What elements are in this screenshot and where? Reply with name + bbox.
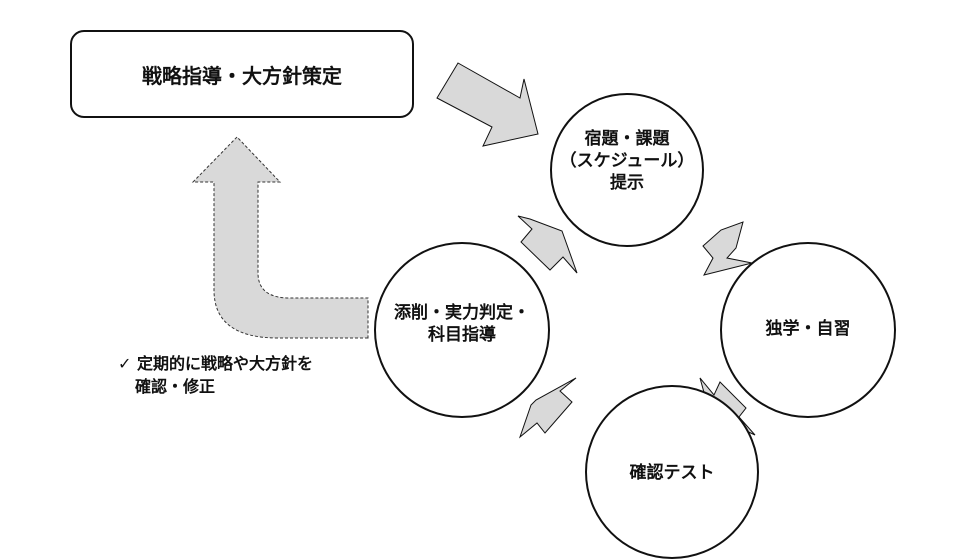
label-assignment-line1: 宿題・課題: [584, 129, 670, 149]
feedback-arrow: [191, 136, 369, 339]
circle-check-test: [585, 385, 759, 559]
check-icon: ✓: [118, 354, 132, 373]
arrow-correction-to-assignment: [517, 215, 578, 274]
circle-self-study: [720, 242, 896, 418]
arrow-box-to-assignment: [436, 62, 539, 147]
label-assignment-line3: 提示: [610, 173, 644, 194]
feedback-note: ✓ 定期的に戦略や大方針を 確認・修正: [118, 352, 313, 398]
label-assignment-line2: （スケジュール）: [559, 151, 695, 172]
feedback-note-line2: 確認・修正: [135, 377, 216, 397]
label-check-test-line1: 確認テスト: [629, 463, 715, 483]
arrow-assignment-to-selfstudy: [702, 221, 753, 276]
circle-correction: [374, 242, 550, 418]
label-correction: 添削・実力判定・ 科目指導: [377, 302, 547, 346]
label-self-study-line1: 独学・自習: [765, 319, 851, 339]
arrow-checktest-to-correction: [518, 377, 577, 439]
circle-assignment: [550, 93, 704, 247]
strategy-box-label: 戦略指導・大方針策定: [142, 63, 342, 88]
label-assignment: 宿題・課題 （スケジュール） 提示: [557, 128, 697, 194]
feedback-note-line1: 定期的に戦略や大方針を: [136, 354, 313, 373]
label-check-test: 確認テスト: [602, 462, 742, 484]
label-correction-line2: 科目指導: [428, 325, 496, 346]
strategy-box: 戦略指導・大方針策定: [70, 30, 414, 118]
label-self-study: 独学・自習: [738, 318, 878, 340]
label-correction-line1: 添削・実力判定・: [394, 303, 530, 323]
